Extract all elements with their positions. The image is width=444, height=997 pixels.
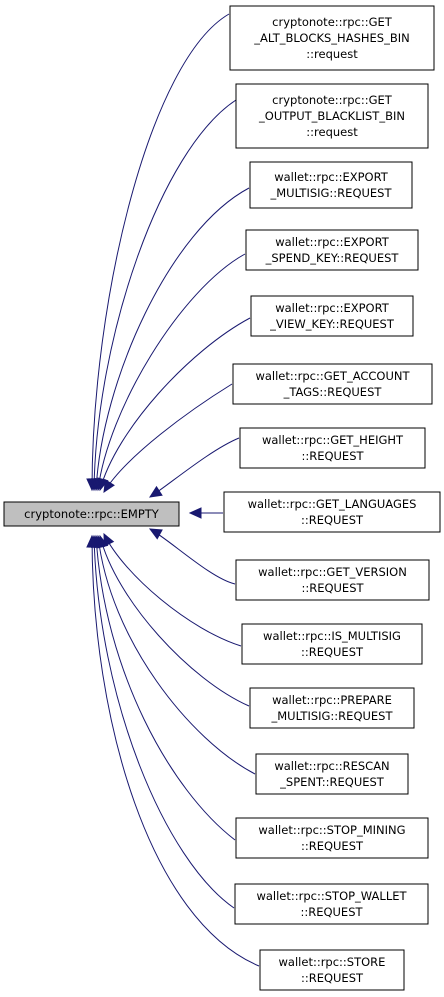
derived-class-label-line: _SPENT::REQUEST <box>279 775 385 789</box>
derived-class-node[interactable]: wallet::rpc::RESCAN_SPENT::REQUEST <box>255 753 409 795</box>
inheritance-edge <box>149 528 236 585</box>
derived-class-label-line: wallet::rpc::IS_MULTISIG <box>263 629 401 643</box>
inheritance-edge <box>93 99 237 491</box>
derived-class-label-line: _VIEW_KEY::REQUEST <box>269 317 395 331</box>
derived-class-label-line: wallet::rpc::STORE <box>279 955 386 969</box>
derived-class-box <box>245 229 419 271</box>
derived-class-node[interactable]: wallet::rpc::GET_LANGUAGES::REQUEST <box>223 491 441 533</box>
derived-class-label-line: wallet::rpc::RESCAN <box>274 759 389 773</box>
inheritance-edge <box>97 253 246 491</box>
inheritance-arrowhead <box>148 485 163 498</box>
derived-class-box <box>255 753 409 795</box>
inheritance-arrowhead <box>103 532 115 547</box>
derived-class-label-line: ::REQUEST <box>301 971 364 985</box>
derived-class-label-line: wallet::rpc::EXPORT <box>274 170 389 184</box>
derived-class-label-line: ::REQUEST <box>300 905 363 919</box>
derived-class-label-line: cryptonote::rpc::GET <box>272 93 393 107</box>
derived-class-label-line: ::request <box>306 47 358 61</box>
inheritance-edge <box>103 383 233 493</box>
inheritance-arrowhead <box>103 479 115 494</box>
derived-class-box <box>249 687 415 729</box>
derived-class-box <box>223 491 441 533</box>
derived-class-label-line: ::REQUEST <box>301 645 364 659</box>
derived-class-box <box>239 427 426 469</box>
derived-class-box <box>250 295 414 337</box>
derived-class-label-line: wallet::rpc::GET_LANGUAGES <box>248 497 417 511</box>
inheritance-edge <box>95 535 236 841</box>
inheritance-edge <box>91 535 260 967</box>
derived-class-label-line: ::REQUEST <box>301 581 364 595</box>
derived-class-box <box>232 363 433 405</box>
inheritance-edge <box>103 533 242 647</box>
inheritance-edge <box>97 535 256 775</box>
derived-class-box <box>235 559 430 601</box>
derived-class-box <box>229 5 435 71</box>
derived-class-label-line: wallet::rpc::PREPARE <box>272 693 392 707</box>
derived-class-node[interactable]: wallet::rpc::IS_MULTISIG::REQUEST <box>241 623 423 665</box>
derived-class-label-line: ::request <box>306 125 358 139</box>
derived-class-label-line: wallet::rpc::GET_HEIGHT <box>262 433 404 447</box>
derived-class-box <box>234 883 429 925</box>
base-class-node[interactable]: cryptonote::rpc::EMPTY <box>3 501 180 527</box>
derived-class-node[interactable]: wallet::rpc::EXPORT_MULTISIG::REQUEST <box>249 161 413 209</box>
inheritance-edge <box>93 535 235 909</box>
derived-class-box <box>241 623 423 665</box>
inheritance-edge <box>95 187 250 491</box>
derived-class-label-line: ::REQUEST <box>301 839 364 853</box>
derived-class-box <box>249 161 413 209</box>
derived-class-node[interactable]: wallet::rpc::GET_HEIGHT::REQUEST <box>239 427 426 469</box>
derived-class-label-line: wallet::rpc::EXPORT <box>275 301 390 315</box>
inheritance-edge <box>99 317 251 491</box>
derived-class-label-line: _SPEND_KEY::REQUEST <box>265 251 400 265</box>
derived-class-box <box>235 83 429 149</box>
inheritance-arrowhead <box>86 534 98 548</box>
base-class-label: cryptonote::rpc::EMPTY <box>24 507 160 521</box>
derived-class-label-line: wallet::rpc::GET_ACCOUNT <box>255 369 410 383</box>
derived-class-box <box>259 949 405 991</box>
derived-class-node[interactable]: cryptonote::rpc::GET_OUTPUT_BLACKLIST_BI… <box>235 83 429 149</box>
derived-class-label-line: _OUTPUT_BLACKLIST_BIN <box>258 109 405 123</box>
derived-class-node[interactable]: wallet::rpc::GET_VERSION::REQUEST <box>235 559 430 601</box>
class-nodes: cryptonote::rpc::EMPTY cryptonote::rpc::… <box>3 5 441 991</box>
derived-class-label-line: ::REQUEST <box>301 449 364 463</box>
derived-class-label-line: cryptonote::rpc::GET <box>272 15 393 29</box>
derived-class-label-line: _ALT_BLOCKS_HASHES_BIN <box>253 31 409 45</box>
inheritance-edge <box>149 437 240 498</box>
inheritance-edges <box>86 13 260 967</box>
derived-class-node[interactable]: wallet::rpc::STORE::REQUEST <box>259 949 405 991</box>
inheritance-arrowhead <box>148 528 163 540</box>
inheritance-edge <box>91 13 230 491</box>
derived-class-node[interactable]: wallet::rpc::EXPORT_SPEND_KEY::REQUEST <box>245 229 419 271</box>
derived-class-label-line: wallet::rpc::EXPORT <box>275 235 390 249</box>
inheritance-edge <box>99 535 250 707</box>
derived-class-box <box>235 817 429 859</box>
inheritance-arrowhead <box>188 507 202 519</box>
derived-class-node[interactable]: wallet::rpc::EXPORT_VIEW_KEY::REQUEST <box>250 295 414 337</box>
derived-class-node[interactable]: wallet::rpc::GET_ACCOUNT_TAGS::REQUEST <box>232 363 433 405</box>
derived-class-label-line: wallet::rpc::STOP_WALLET <box>256 889 407 903</box>
derived-class-node[interactable]: wallet::rpc::PREPARE_MULTISIG::REQUEST <box>249 687 415 729</box>
derived-class-node[interactable]: cryptonote::rpc::GET_ALT_BLOCKS_HASHES_B… <box>229 5 435 71</box>
derived-class-label-line: _MULTISIG::REQUEST <box>271 709 394 723</box>
derived-class-label-line: wallet::rpc::GET_VERSION <box>258 565 407 579</box>
derived-class-label-line: ::REQUEST <box>301 513 364 527</box>
derived-class-label-line: _MULTISIG::REQUEST <box>270 186 393 200</box>
derived-class-label-line: wallet::rpc::STOP_MINING <box>258 823 405 837</box>
derived-class-label-line: _TAGS::REQUEST <box>283 385 383 399</box>
derived-class-node[interactable]: wallet::rpc::STOP_WALLET::REQUEST <box>234 883 429 925</box>
derived-class-node[interactable]: wallet::rpc::STOP_MINING::REQUEST <box>235 817 429 859</box>
